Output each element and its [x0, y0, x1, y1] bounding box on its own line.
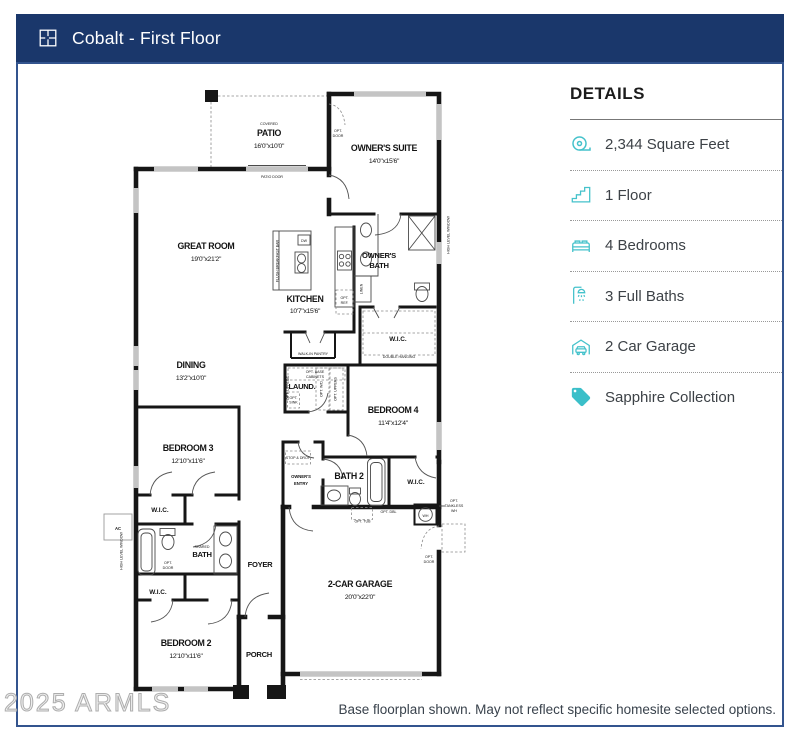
label-patio-dims: 16'0"x10'0": [254, 143, 285, 150]
label-ac: AC: [115, 526, 121, 531]
label-opt-door-garage-2: DOOR: [424, 560, 435, 564]
disclaimer-text: Base floorplan shown. May not reflect sp…: [338, 702, 776, 717]
label-bedroom3-dims: 12'10"x11'6": [171, 458, 205, 465]
label-opt-ref-1: OPT.: [341, 296, 349, 300]
label-owners-bath-1: OWNER'S: [362, 251, 396, 260]
label-walk-in-pantry: WALK-IN PANTRY: [298, 352, 329, 356]
label-double-hanging: DOUBLE HANGING: [383, 355, 416, 359]
details-title: DETAILS: [570, 84, 645, 103]
page-title: Cobalt - First Floor: [72, 27, 221, 48]
label-bedroom4-wic: W.I.C.: [407, 479, 425, 486]
label-kitchen-dims: 10'7"x15'6": [290, 308, 321, 315]
detail-bedrooms: 4 Bedrooms: [570, 221, 782, 272]
title-bar: Cobalt - First Floor: [16, 14, 784, 62]
label-owners-suite: OWNER'S SUITE: [351, 143, 418, 153]
label-opt-tub: OPT. TUB: [354, 520, 371, 524]
label-kitchen: KITCHEN: [287, 294, 324, 304]
label-bath2: BATH 2: [334, 471, 364, 481]
label-opt-sink-1: OPT.: [290, 396, 298, 400]
detail-floors-label: 1 Floor: [605, 186, 652, 204]
label-opt-tankless-1: OPT.: [450, 499, 458, 503]
label-opt-uppers-left: OPT. UPPERS: [286, 376, 290, 400]
label-cabinets: CABINETS: [306, 375, 325, 379]
tag-icon: [571, 388, 591, 407]
label-bedroom3: BEDROOM 3: [163, 443, 214, 453]
bed-icon: [572, 240, 590, 252]
label-great-room: GREAT ROOM: [178, 241, 235, 251]
label-opt-tankless-2: TANKLESS: [445, 504, 464, 508]
annotation-labels: PATIO DOOR OPT. DOOR DW OPT. REF. WALK-I…: [115, 129, 464, 570]
label-owners-bath-2: BATH: [369, 261, 388, 270]
detail-square-feet: 2,344 Square Feet: [570, 120, 782, 171]
label-wh: WH: [423, 514, 429, 518]
detail-floors: 1 Floor: [570, 171, 782, 221]
garage-icon: [572, 339, 590, 356]
floorplan-svg: COVERED PATIO 16'0"x10'0" OWNER'S SUITE …: [103, 90, 466, 699]
label-bedroom4-dims: 11'4"x12'4": [378, 420, 409, 427]
label-owners-suite-dims: 14'0"x15'6": [369, 158, 400, 165]
room-labels: COVERED PATIO 16'0"x10'0" OWNER'S SUITE …: [149, 122, 425, 660]
label-linen: LINEN: [360, 283, 364, 294]
label-garage-dims: 20'0"x22'0": [345, 594, 376, 601]
interior-walls: [134, 212, 442, 619]
label-great-room-dims: 19'0"x21'2": [191, 256, 222, 263]
details-divider: [570, 119, 782, 120]
detail-garage-label: 2 Car Garage: [605, 338, 696, 356]
label-dining-dims: 13'2"x10'0": [176, 375, 207, 382]
label-dw: DW: [301, 239, 308, 243]
label-patio-covered: COVERED: [260, 122, 278, 126]
label-flush-breakfast-bar: FLUSH BREAKFAST BAR: [276, 239, 280, 282]
stairs-icon: [571, 187, 591, 203]
label-opt-sink-2: SINK: [289, 401, 298, 405]
floorplan-icon: [39, 29, 57, 47]
label-high-level-window-right: HIGH LEVEL WINDOW: [447, 215, 451, 253]
label-opt-door-bath-2: DOOR: [163, 566, 174, 570]
label-opt-door-garage-1: OPT.: [425, 555, 433, 559]
windows: [133, 91, 442, 692]
content-frame: COVERED PATIO 16'0"x10'0" OWNER'S SUITE …: [3, 62, 784, 727]
label-shared-bath: BATH: [192, 550, 211, 559]
detail-collection-label: Sapphire Collection: [605, 388, 736, 406]
label-patio: PATIO: [257, 128, 282, 138]
bath-icon: [573, 286, 586, 305]
label-bedroom2-dims: 12'10"x11'6": [169, 653, 203, 660]
label-opt-door-bath-1: OPT.: [164, 561, 172, 565]
detail-bedrooms-label: 4 Bedrooms: [605, 237, 686, 255]
doors: [149, 103, 466, 625]
label-porch: PORCH: [246, 650, 272, 659]
label-bedroom2-wic: W.I.C.: [149, 589, 167, 596]
label-opt-uppers-right: OPT. UPPERS: [334, 377, 338, 401]
detail-square-feet-label: 2,344 Square Feet: [605, 136, 730, 154]
label-owners-wic: W.I.C.: [389, 336, 407, 343]
label-patio-door: PATIO DOOR: [261, 175, 283, 179]
label-high-level-window-left: HIGH LEVEL WINDOW: [120, 531, 124, 569]
label-opt-wd: OPT. W/D: [320, 381, 324, 397]
patio-outline: [205, 90, 329, 169]
detail-baths: 3 Full Baths: [570, 272, 782, 322]
label-owners-entry-2: ENTRY: [294, 481, 308, 486]
label-bedroom3-wic: W.I.C.: [151, 507, 169, 514]
label-dining: DINING: [177, 360, 206, 370]
detail-baths-label: 3 Full Baths: [605, 287, 685, 305]
measure-icon: [572, 136, 591, 151]
label-opt-tankless-3: WH: [451, 509, 457, 513]
label-opt-base: OPT. BASE: [306, 370, 325, 374]
label-shared: SHARED: [195, 545, 210, 549]
details-panel: DETAILS 2,344 Square Feet 1 Floor: [570, 84, 782, 422]
label-opt-door-patio-2: DOOR: [333, 134, 344, 138]
label-opt-door-patio-1: OPT.: [334, 129, 342, 133]
label-stop-drop: STOP & DROP: [286, 456, 311, 460]
label-opt-dbl: OPT. DBL: [381, 510, 397, 514]
label-foyer: FOYER: [248, 560, 273, 569]
label-bedroom2: BEDROOM 2: [161, 638, 212, 648]
label-bedroom4: BEDROOM 4: [368, 405, 419, 415]
label-owners-entry-1: OWNER'S: [291, 474, 311, 479]
detail-collection: Sapphire Collection: [570, 373, 782, 423]
watermark: 2025 ARMLS: [3, 689, 172, 718]
label-garage: 2-CAR GARAGE: [328, 579, 393, 589]
label-opt-ref-2: REF.: [341, 301, 349, 305]
label-laundry: LAUND.: [289, 382, 316, 391]
fixtures: [103, 214, 445, 576]
detail-garage: 2 Car Garage: [570, 322, 782, 373]
